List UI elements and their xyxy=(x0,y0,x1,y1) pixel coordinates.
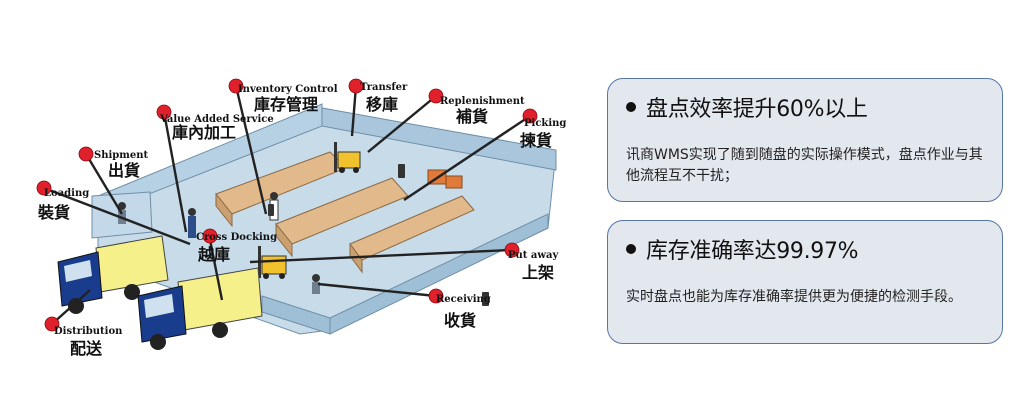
label-en: Loading xyxy=(44,188,89,199)
label-en: Cross Docking xyxy=(196,232,277,243)
leader-line xyxy=(367,95,437,153)
marker-dot xyxy=(504,242,520,258)
marker-dot xyxy=(522,108,538,124)
feature-card-inventory-efficiency: 盘点效率提升60%以上 讯商WMS实现了随到随盘的实际操作模式，盘点作业与其他流… xyxy=(607,78,1003,202)
leader-line xyxy=(234,85,268,215)
marker-dot xyxy=(156,104,172,120)
label-zh: 庫存管理 xyxy=(254,95,318,114)
marker-dot xyxy=(36,180,52,196)
forklift-1 xyxy=(334,142,361,173)
marker-dot xyxy=(202,228,218,244)
marker-dot xyxy=(428,288,444,304)
card-title: 库存准确率达99.97% xyxy=(626,233,984,265)
marker-dot xyxy=(428,88,444,104)
leader-line xyxy=(162,111,188,233)
marker-dot xyxy=(78,146,94,162)
label-zh: 配送 xyxy=(70,339,103,358)
label-en: Inventory Control xyxy=(238,84,338,95)
bullet-icon xyxy=(626,244,636,254)
card-title-text: 库存准确率达99.97% xyxy=(646,239,859,264)
label-zh: 出貨 xyxy=(108,161,140,180)
label-en: Put away xyxy=(508,250,559,261)
leader-line xyxy=(208,239,224,301)
label-zh: 庫內加工 xyxy=(172,123,236,142)
label-en: Replenishment xyxy=(440,96,525,107)
label-zh: 裝貨 xyxy=(37,203,70,222)
leader-lines xyxy=(43,85,531,325)
label-en: Shipment xyxy=(94,150,148,161)
label-en: Transfer xyxy=(360,82,408,93)
scanner-icon xyxy=(482,292,489,306)
leader-line xyxy=(51,289,91,325)
worker-4 xyxy=(312,274,320,294)
label-zh: 上架 xyxy=(522,263,554,282)
scanner-icon xyxy=(268,204,274,216)
feature-card-inventory-accuracy: 库存准确率达99.97% 实时盘点也能为库存准确率提供更为便捷的检测手段。 xyxy=(607,220,1003,344)
leader-line xyxy=(350,85,358,137)
marker-dot xyxy=(44,316,60,332)
box-stack xyxy=(445,175,463,189)
label-zh: 越庫 xyxy=(197,245,230,264)
card-body: 实时盘点也能为库存准确率提供更为便捷的检测手段。 xyxy=(626,289,962,305)
label-zh: 補貨 xyxy=(455,107,488,126)
label-en: Distribution xyxy=(54,326,123,337)
label-en: Value Added Service xyxy=(159,114,274,125)
truck-1 xyxy=(57,235,169,314)
card-body: 讯商WMS实现了随到随盘的实际操作模式，盘点作业与其他流程互不干扰； xyxy=(626,147,983,184)
shelf-row-1-side xyxy=(215,192,233,228)
leader-line xyxy=(43,186,191,246)
marker-dot xyxy=(348,78,364,94)
scanner-icon xyxy=(398,164,405,178)
leader-line xyxy=(403,115,531,201)
label-en: Receiving xyxy=(436,294,491,305)
label-zh: 收貨 xyxy=(444,311,476,330)
marker-dot xyxy=(228,78,244,94)
label-zh: 揀貨 xyxy=(520,131,552,150)
bullet-icon xyxy=(626,102,636,112)
label-zh: 移庫 xyxy=(366,95,398,114)
label-en: Picking xyxy=(524,118,566,129)
worker-1 xyxy=(188,208,196,238)
warehouse-diagram: Inventory Control 庫存管理 Transfer 移庫 Reple… xyxy=(36,78,566,358)
shelf-row-2-side xyxy=(275,222,293,258)
card-title-text: 盘点效率提升60%以上 xyxy=(646,97,868,122)
receiving-dock-wall xyxy=(261,295,331,335)
leader-line xyxy=(84,153,124,215)
card-title: 盘点效率提升60%以上 xyxy=(626,91,984,123)
leader-line xyxy=(249,248,511,264)
truck-2 xyxy=(137,267,263,350)
leader-line xyxy=(317,282,437,298)
